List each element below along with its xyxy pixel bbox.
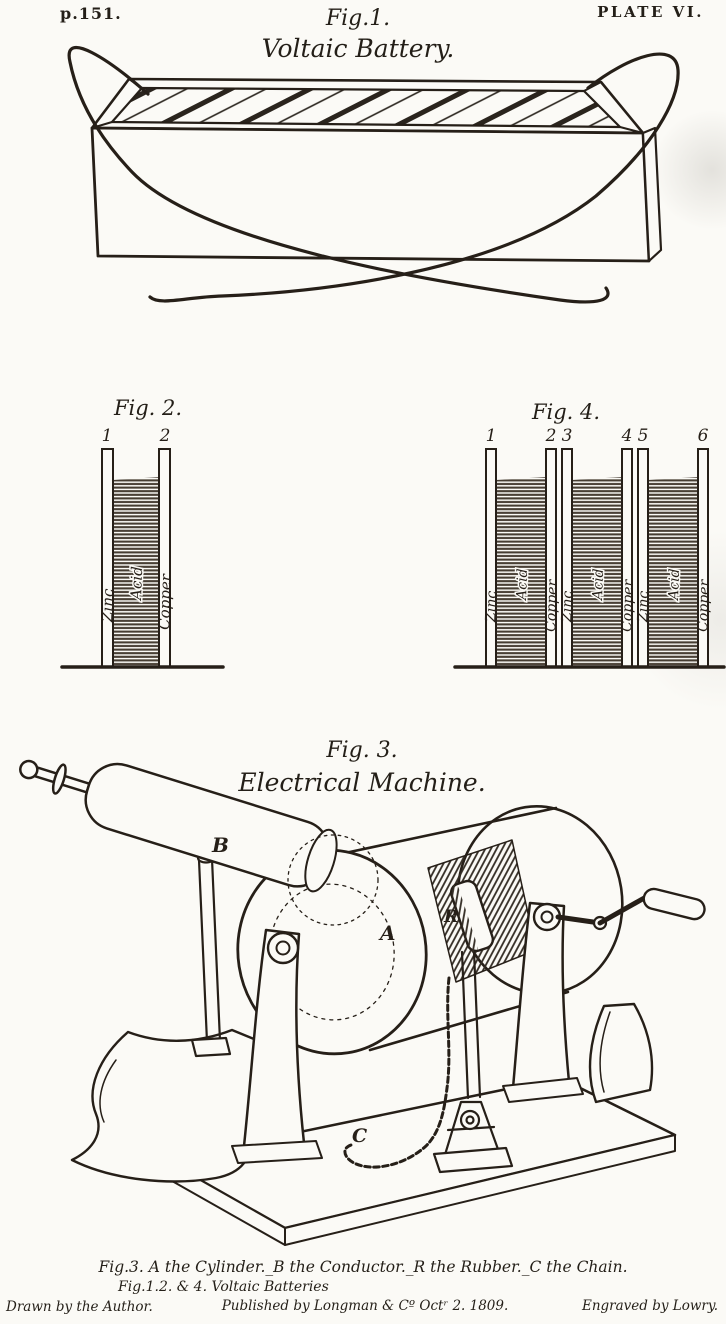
credit-engraved-by: Engraved by Lowry. xyxy=(581,1298,718,1314)
fig4-label-zinc: Zinc xyxy=(635,590,652,623)
fig2-acid-region xyxy=(113,477,159,666)
fig4-label-acid: Acid xyxy=(666,568,683,602)
plate-label: PLATE VI. xyxy=(597,3,704,21)
rubber xyxy=(449,879,495,1100)
fig2-copper-plate xyxy=(158,448,171,668)
crank-handle xyxy=(555,887,706,931)
fig2-plate-number: 1 xyxy=(102,426,113,446)
fig2-title: Fig. 2. xyxy=(113,396,183,420)
label-rubber: R xyxy=(443,907,458,927)
fig2-label-zinc: Zinc xyxy=(98,588,117,623)
fig4-plate-number: 1 xyxy=(486,426,497,446)
conductor-pillar xyxy=(190,852,232,1058)
battery-plates xyxy=(110,86,622,129)
fig2-label-acid: Acid xyxy=(127,566,146,602)
fig4-plate-number: 5 xyxy=(638,426,649,446)
fig1-drawing xyxy=(67,46,680,304)
fig4-plate xyxy=(637,448,649,668)
right-support xyxy=(502,901,584,1103)
label-conductor: B xyxy=(211,833,229,857)
machine-base xyxy=(163,1076,677,1246)
fig4-plate xyxy=(621,448,633,668)
credit-published: Published by Longman & Cº Octʳ 2. 1809. xyxy=(221,1298,509,1314)
left-support xyxy=(231,928,323,1164)
fig3-title: Fig. 3. xyxy=(326,738,398,763)
right-scroll-bracket xyxy=(588,1002,654,1104)
fig4-plate-number: 6 xyxy=(698,426,709,446)
fig4-plate xyxy=(545,448,557,668)
fig4-label-acid: Acid xyxy=(514,568,531,602)
label-chain: C xyxy=(352,1125,367,1147)
fig1-subtitle: Voltaic Battery. xyxy=(261,34,455,63)
caption-fig124: Fig.1.2. & 4. Voltaic Batteries xyxy=(118,1279,329,1295)
fig4-plate xyxy=(561,448,573,668)
fig4-label-zinc: Zinc xyxy=(559,590,576,623)
fig4-label-acid: Acid xyxy=(590,568,607,602)
fig4-acid-region xyxy=(572,477,622,666)
construction-dotted-circle xyxy=(287,834,379,926)
fig4-plate xyxy=(485,448,497,668)
label-cylinder: A xyxy=(378,921,396,945)
fig4-drawing: 1 2 3 4 5 6 Zinc Acid Copper Zinc Acid C… xyxy=(453,426,726,669)
fig2-label-copper: Copper xyxy=(155,573,175,630)
credit-drawn-by: Drawn by the Author. xyxy=(6,1299,153,1315)
fig4-label-copper: Copper xyxy=(695,578,713,632)
fig4-label-zinc: Zinc xyxy=(483,590,500,623)
fig4-plate xyxy=(697,448,709,668)
fig4-label-copper: Copper xyxy=(619,578,637,632)
left-scroll-foot xyxy=(70,1028,268,1183)
fig4-plate-number: 2 xyxy=(545,426,557,446)
fig4-acid-region xyxy=(496,477,546,666)
chain xyxy=(343,976,451,1169)
left-wire xyxy=(67,46,610,304)
caption-fig3: Fig.3. A the Cylinder._B the Conductor._… xyxy=(98,1258,628,1276)
fig4-plate-number: 3 xyxy=(562,426,573,446)
fig4-acid-region xyxy=(648,477,698,666)
battery-trough xyxy=(90,77,663,263)
rubber-stand xyxy=(432,1100,514,1174)
fig2-plate-number: 2 xyxy=(159,426,171,446)
right-wire xyxy=(148,52,680,303)
page-number: p.151. xyxy=(60,4,122,23)
fig4-plate-number: 4 xyxy=(621,426,633,446)
fig1-title: Fig.1. xyxy=(325,6,391,31)
fig3-subtitle: Electrical Machine. xyxy=(238,768,486,797)
fig3-drawing: B A R C xyxy=(19,759,706,1246)
fig4-title: Fig. 4. xyxy=(531,400,601,424)
fig2-zinc-plate xyxy=(101,448,114,668)
conductor xyxy=(19,759,338,893)
fig4-label-copper: Copper xyxy=(543,578,561,632)
battery-wires xyxy=(67,46,680,304)
fig2-drawing: 1 2 Zinc Acid Copper xyxy=(60,426,225,669)
